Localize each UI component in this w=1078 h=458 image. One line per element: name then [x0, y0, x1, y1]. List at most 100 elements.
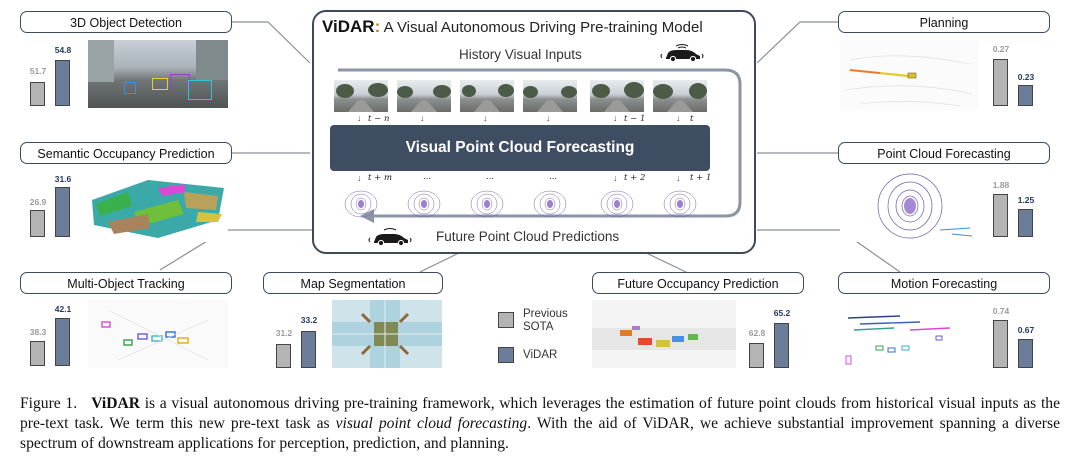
task-label-3d-object-detection: 3D Object Detection: [20, 11, 232, 33]
down-arrow-icon: ↓: [483, 113, 488, 123]
bar-chart-semantic-occupancy: 26.9 31.6: [22, 171, 82, 237]
caption-brand: ViDAR: [91, 395, 140, 412]
panel-title: ViDAR: A Visual Autonomous Driving Pre-t…: [322, 17, 703, 37]
history-frame: [334, 80, 388, 112]
legend-vidar-swatch: [498, 347, 514, 363]
vidar-bar: [55, 187, 70, 237]
bar-chart-future-occupancy: 62.8 65.2: [741, 300, 801, 368]
bar-chart-planning: 0.27 0.23: [985, 40, 1045, 106]
prev-bar: [30, 82, 45, 106]
future-point-cloud-predictions-label: Future Point Cloud Predictions: [436, 229, 620, 244]
prev-value: 0.27: [992, 44, 1010, 54]
history-frame: [460, 80, 514, 112]
figure-caption: Figure 1. ViDAR is a visual autonomous d…: [20, 394, 1060, 454]
tracking-scene-image: [88, 300, 228, 368]
planning-image: [840, 40, 978, 110]
prev-value: 31.2: [275, 328, 293, 338]
vidar-bar: [55, 318, 70, 366]
history-time-label: t − 1: [624, 114, 646, 124]
vidar-value: 31.6: [54, 174, 72, 184]
car-icon: [368, 228, 412, 247]
down-arrow-icon: ↓: [676, 113, 681, 123]
panel-brand: ViDAR: [322, 17, 375, 36]
history-frame: [397, 80, 451, 112]
task-label-planning: Planning: [838, 11, 1050, 33]
vidar-value: 42.1: [54, 304, 72, 314]
vidar-bar: [1018, 85, 1033, 106]
future-point-cloud: [600, 190, 634, 218]
future-point-cloud: [407, 190, 441, 218]
bar-chart-3d-object-detection: 51.7 54.8: [22, 40, 82, 106]
future-point-cloud: [663, 190, 697, 218]
bar-chart-multi-object-tracking: 38.3 42.1: [22, 300, 82, 366]
panel-colon: :: [374, 17, 381, 36]
vidar-value: 33.2: [300, 315, 318, 325]
caption-text-part1: is a visual autonomous driving pre-train…: [20, 395, 1060, 432]
prev-bar: [276, 344, 291, 368]
down-arrow-icon: ↓: [420, 113, 425, 123]
vidar-value: 0.23: [1017, 72, 1035, 82]
detection-scene-image: [88, 40, 228, 108]
future-time-label: t + 1: [690, 173, 712, 183]
task-label-semantic-occupancy-prediction: Semantic Occupancy Prediction: [20, 142, 232, 164]
vidar-bar: [1018, 209, 1033, 237]
vidar-value: 54.8: [54, 45, 72, 55]
task-label-multi-object-tracking: Multi-Object Tracking: [20, 272, 232, 294]
history-frame: [523, 80, 577, 112]
vidar-value: 0.67: [1017, 325, 1035, 335]
prev-bar: [30, 210, 45, 237]
future-time-label: t + m: [368, 173, 393, 183]
down-arrow-icon: ↓: [357, 173, 362, 183]
history-frame: [590, 80, 644, 112]
future-time-label: ...: [549, 172, 558, 182]
bar-chart-point-cloud-forecasting: 1.88 1.25: [985, 171, 1045, 237]
point-cloud-forecasting-image: [840, 170, 978, 242]
prev-bar: [993, 320, 1008, 368]
legend-previous-swatch: [498, 312, 514, 328]
panel-subtitle: A Visual Autonomous Driving Pre-training…: [380, 19, 703, 36]
prev-value: 38.3: [29, 327, 47, 337]
bar-chart-map-segmentation: 31.2 33.2: [267, 300, 327, 368]
vidar-bar: [301, 331, 316, 368]
task-label-map-segmentation: Map Segmentation: [263, 272, 443, 294]
bar-chart-motion-forecasting: 0.74 0.67: [985, 300, 1045, 368]
task-label-motion-forecasting: Motion Forecasting: [838, 272, 1050, 294]
task-label-future-occupancy-prediction: Future Occupancy Prediction: [592, 272, 804, 294]
future-point-cloud: [470, 190, 504, 218]
future-point-cloud: [344, 190, 378, 218]
caption-text-part2: . With the aid of ViDAR, we achieve subs…: [20, 415, 1060, 452]
future-time-label: t + 2: [624, 173, 646, 183]
vidar-bar: [55, 60, 70, 106]
future-occupancy-image: [592, 300, 736, 368]
vidar-value: 1.25: [1017, 195, 1035, 205]
down-arrow-icon: ↓: [613, 173, 618, 183]
map-segmentation-image: [332, 300, 442, 368]
prev-bar: [993, 59, 1008, 106]
down-arrow-icon: ↓: [357, 113, 362, 123]
vidar-bar: [774, 323, 789, 368]
vidar-bar: [1018, 339, 1033, 368]
down-arrow-icon: ↓: [613, 113, 618, 123]
future-time-label: ...: [486, 172, 495, 182]
figure-number: Figure 1.: [20, 395, 78, 412]
prev-bar: [993, 194, 1008, 237]
down-arrow-icon: ↓: [676, 173, 681, 183]
prev-value: 1.88: [992, 180, 1010, 190]
task-label-point-cloud-forecasting: Point Cloud Forecasting: [838, 142, 1050, 164]
legend-vidar-label: ViDAR: [523, 349, 558, 361]
history-time-label: t − n: [368, 114, 390, 124]
car-icon: [660, 44, 704, 63]
semantic-occupancy-image: [88, 170, 228, 242]
future-time-label: ...: [423, 172, 432, 182]
prev-value: 62.8: [748, 328, 766, 338]
history-time-label: t: [690, 114, 694, 124]
vidar-value: 65.2: [773, 308, 791, 318]
prev-bar: [749, 343, 764, 368]
history-visual-inputs-label: History Visual Inputs: [459, 47, 582, 62]
down-arrow-icon: ↓: [546, 113, 551, 123]
prev-bar: [30, 341, 45, 366]
prev-value: 51.7: [29, 66, 47, 76]
future-point-cloud: [533, 190, 567, 218]
visual-point-cloud-forecasting-block: Visual Point Cloud Forecasting: [330, 125, 710, 171]
prev-value: 26.9: [29, 197, 47, 207]
